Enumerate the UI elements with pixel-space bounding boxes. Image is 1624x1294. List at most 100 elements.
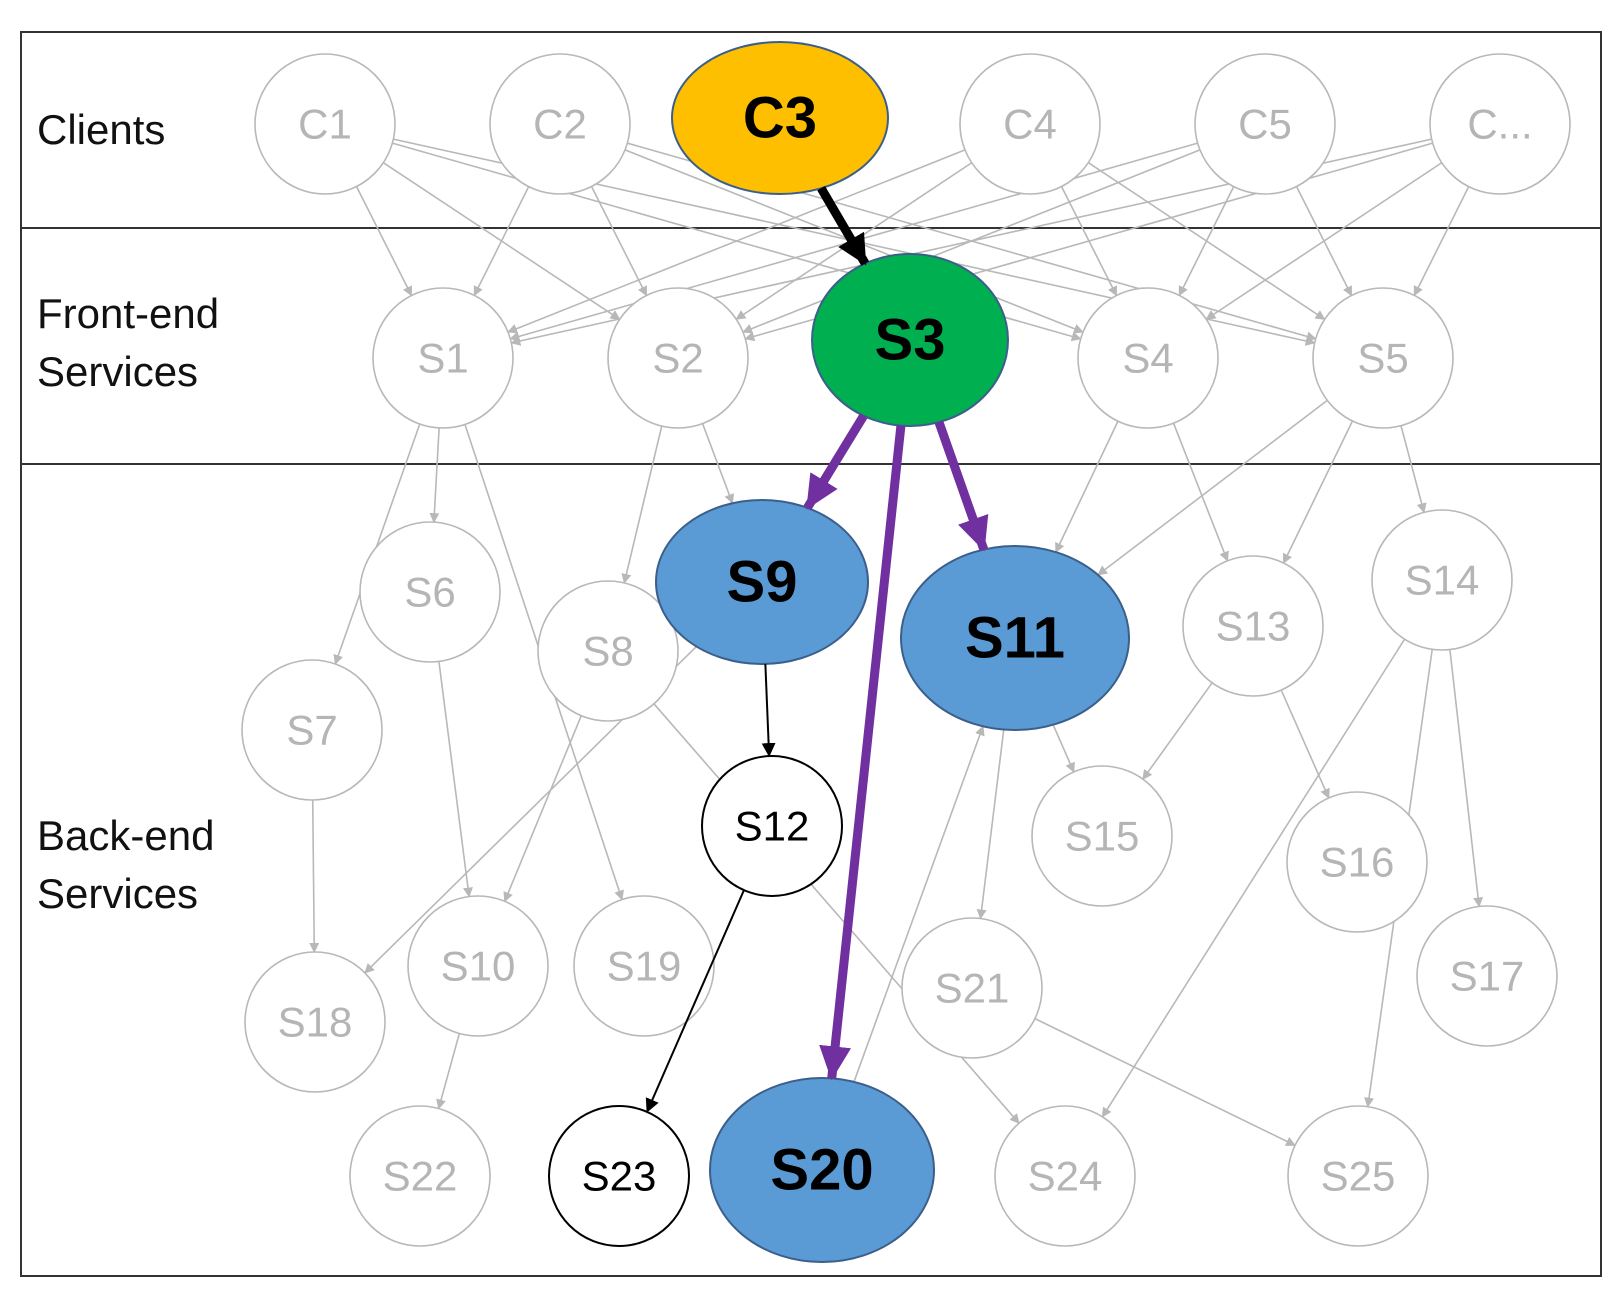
node-s8: S8 xyxy=(537,580,679,722)
node-label: S11 xyxy=(965,606,1065,671)
node-circle xyxy=(573,895,715,1037)
node-label: S15 xyxy=(1065,813,1140,860)
edge-s1-s7 xyxy=(333,423,421,665)
node-circle xyxy=(1416,905,1558,1047)
node-c3: C3 xyxy=(671,41,889,195)
edge-s6-s10 xyxy=(438,661,473,898)
node-label: S18 xyxy=(278,999,353,1046)
node-label: S12 xyxy=(735,803,810,850)
node-s13: S13 xyxy=(1182,555,1324,697)
node-label: S7 xyxy=(286,707,337,754)
node-circle xyxy=(1031,765,1173,907)
node-label: S20 xyxy=(770,1138,873,1203)
node-label: C3 xyxy=(743,86,817,151)
node-circle xyxy=(407,895,549,1037)
node-label: S17 xyxy=(1450,953,1525,1000)
node-label: S23 xyxy=(582,1153,657,1200)
node-label: S22 xyxy=(383,1153,458,1200)
node-s16: S16 xyxy=(1286,791,1428,933)
layer-label-frontend: Front-end Services xyxy=(37,290,231,395)
edge-s11-s21 xyxy=(976,729,1005,920)
edge-s13-s15 xyxy=(1142,682,1213,780)
node-circle xyxy=(1371,509,1513,651)
edge-s5-s13 xyxy=(1282,420,1354,564)
edge-s2-s8 xyxy=(621,425,663,584)
node-label: S25 xyxy=(1321,1153,1396,1200)
edge-s9-s12 xyxy=(761,663,776,758)
node-circle xyxy=(548,1105,690,1247)
node-circle xyxy=(607,287,749,429)
node-s14: S14 xyxy=(1371,509,1513,651)
node-label: C... xyxy=(1467,101,1532,148)
layer-label-clients: Clients xyxy=(37,106,165,153)
node-circle xyxy=(537,580,679,722)
node-s9: S9 xyxy=(655,499,869,665)
node-s6: S6 xyxy=(359,521,501,663)
layer-label-line: Back-end xyxy=(37,812,214,859)
node-label: S2 xyxy=(652,335,703,382)
edge-c2-s2 xyxy=(590,186,648,297)
node-label: C4 xyxy=(1003,101,1057,148)
node-s7: S7 xyxy=(241,659,383,801)
node-circle xyxy=(489,53,631,195)
node-s2: S2 xyxy=(607,287,749,429)
node-circle xyxy=(254,53,396,195)
edge-c4-s1 xyxy=(507,149,966,334)
diagram-border xyxy=(20,31,1602,1277)
edge-s21-s25 xyxy=(1034,1017,1296,1147)
layer-label-line: Services xyxy=(37,348,198,395)
node-c5: C5 xyxy=(1194,53,1336,195)
node-circle xyxy=(1429,53,1571,195)
node-circle xyxy=(811,253,1009,427)
node-circle xyxy=(655,499,869,665)
node-label: S8 xyxy=(582,628,633,675)
layer-label-line: Front-end xyxy=(37,290,219,337)
node-circle xyxy=(349,1105,491,1247)
layer-label-line: Services xyxy=(37,870,198,917)
node-s5: S5 xyxy=(1312,287,1454,429)
node-circle xyxy=(1287,1105,1429,1247)
edge-s7-s18 xyxy=(309,799,320,954)
node-s15: S15 xyxy=(1031,765,1173,907)
node-s25: S25 xyxy=(1287,1105,1429,1247)
node-circle xyxy=(1194,53,1336,195)
node-circle xyxy=(359,521,501,663)
node-s24: S24 xyxy=(994,1105,1136,1247)
node-circle xyxy=(994,1105,1136,1247)
node-circle xyxy=(959,53,1101,195)
faded-edges xyxy=(309,138,1484,1147)
node-label: S19 xyxy=(607,943,682,990)
edge-s12-s23 xyxy=(645,889,745,1113)
edge-s3-s11 xyxy=(934,420,989,552)
edge-s13-s16 xyxy=(1280,689,1330,799)
node-circle xyxy=(1182,555,1324,697)
node-s20: S20 xyxy=(709,1077,935,1263)
edge-s3-s20 xyxy=(819,425,906,1081)
node-c1: C1 xyxy=(254,53,396,195)
edge-c3-s3 xyxy=(817,185,870,266)
node-label: S9 xyxy=(727,550,798,615)
node-circle xyxy=(241,659,383,801)
node-label: S6 xyxy=(404,569,455,616)
edge-c5-s4 xyxy=(1178,186,1235,297)
edge-s5-s11 xyxy=(1097,399,1328,576)
node-label: S24 xyxy=(1028,1153,1103,1200)
node-label: S10 xyxy=(441,943,516,990)
node-s21: S21 xyxy=(901,917,1043,1059)
node-circle xyxy=(1312,287,1454,429)
node-label: S4 xyxy=(1122,335,1173,382)
node-s11: S11 xyxy=(900,545,1130,731)
node-circle xyxy=(1077,287,1219,429)
node-c6: C... xyxy=(1429,53,1571,195)
layer-label-line: Clients xyxy=(37,106,165,153)
node-circle xyxy=(244,951,386,1093)
node-c4: C4 xyxy=(959,53,1101,195)
edge-c6-s4 xyxy=(1205,162,1443,320)
edge-c6-s5 xyxy=(1413,186,1470,297)
node-s18: S18 xyxy=(244,951,386,1093)
node-circle xyxy=(372,287,514,429)
node-s12: S12 xyxy=(701,755,843,897)
edge-s4-s13 xyxy=(1172,422,1229,562)
node-s23: S23 xyxy=(548,1105,690,1247)
